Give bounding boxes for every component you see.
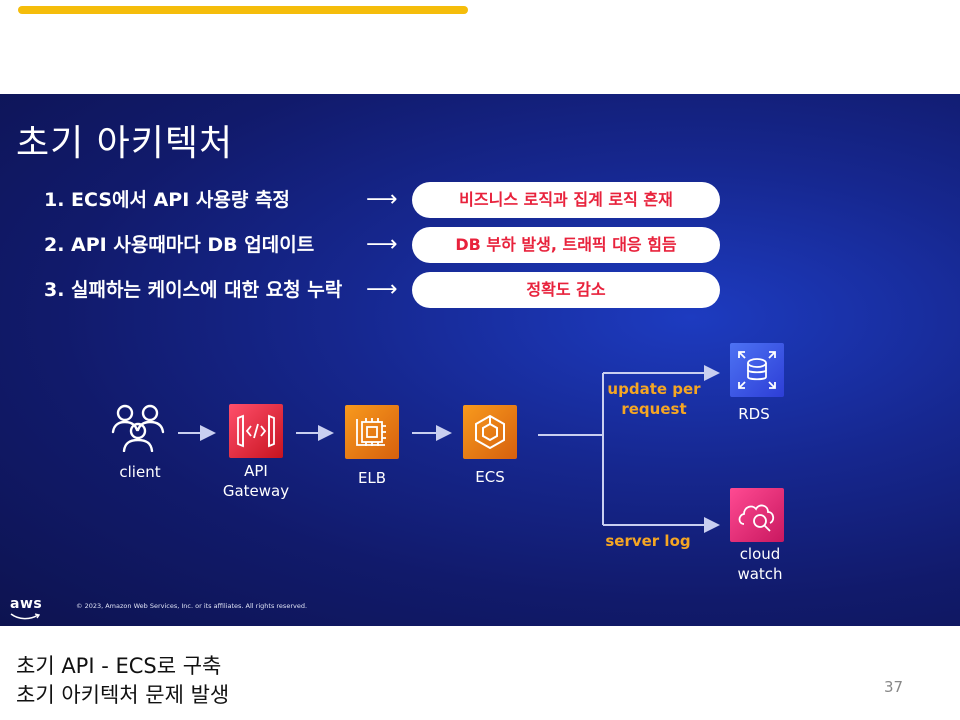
elb-label: ELB [357, 469, 387, 487]
issue-consequence-pill: DB 부하 발생, 트래픽 대응 힘듬 [412, 227, 720, 263]
page-number: 37 [884, 678, 904, 696]
aws-smile-icon [10, 613, 40, 620]
server-log-label: server log [605, 532, 691, 550]
ecs-label: ECS [475, 468, 505, 486]
elb-icon [345, 405, 399, 459]
slide-title: 초기 아키텍처 [16, 123, 234, 164]
issue-problem: 1. ECS에서 API 사용량 측정 [44, 189, 290, 211]
api-gateway-label: API Gateway [222, 462, 290, 500]
api-gateway-icon [229, 404, 283, 458]
notes-line: 초기 API - ECS로 구축 [16, 654, 222, 678]
issue-row: 3. 실패하는 케이스에 대한 요청 누락 ⟶ 정확도 감소 [44, 272, 734, 308]
issue-row: 1. ECS에서 API 사용량 측정 ⟶ 비즈니스 로직과 집계 로직 혼재 [44, 182, 734, 218]
cloudwatch-icon [730, 488, 784, 542]
users-icon [110, 402, 168, 453]
copyright-text: © 2023, Amazon Web Services, Inc. or its… [76, 602, 308, 610]
architecture-diagram: client API Gateway [0, 94, 960, 626]
right-arrow-icon: ⟶ [366, 232, 398, 257]
cloudwatch-label: cloud watch [737, 545, 783, 583]
rds-label: RDS [738, 405, 770, 423]
slide: 초기 아키텍처 1. ECS에서 API 사용량 측정 ⟶ 비즈니스 로직과 집… [0, 94, 960, 626]
update-per-request-label: update per request [607, 380, 701, 418]
diagram-connectors [178, 365, 720, 533]
notes-line: 초기 아키텍처 문제 발생 [16, 683, 230, 707]
right-arrow-icon: ⟶ [366, 277, 398, 302]
accent-bar [18, 6, 468, 14]
issue-problem: 2. API 사용때마다 DB 업데이트 [44, 234, 315, 256]
issue-problem: 3. 실패하는 케이스에 대한 요청 누락 [44, 279, 343, 301]
issue-row: 2. API 사용때마다 DB 업데이트 ⟶ DB 부하 발생, 트래픽 대응 … [44, 227, 734, 263]
right-arrow-icon: ⟶ [366, 187, 398, 212]
speaker-notes: 초기 API - ECS로 구축 초기 아키텍처 문제 발생 [16, 652, 229, 710]
issue-consequence-pill: 비즈니스 로직과 집계 로직 혼재 [412, 182, 720, 218]
aws-logo: aws [10, 596, 43, 612]
client-label: client [119, 463, 161, 481]
rds-icon [730, 343, 784, 397]
ecs-icon [463, 405, 517, 459]
issue-consequence-pill: 정확도 감소 [412, 272, 720, 308]
